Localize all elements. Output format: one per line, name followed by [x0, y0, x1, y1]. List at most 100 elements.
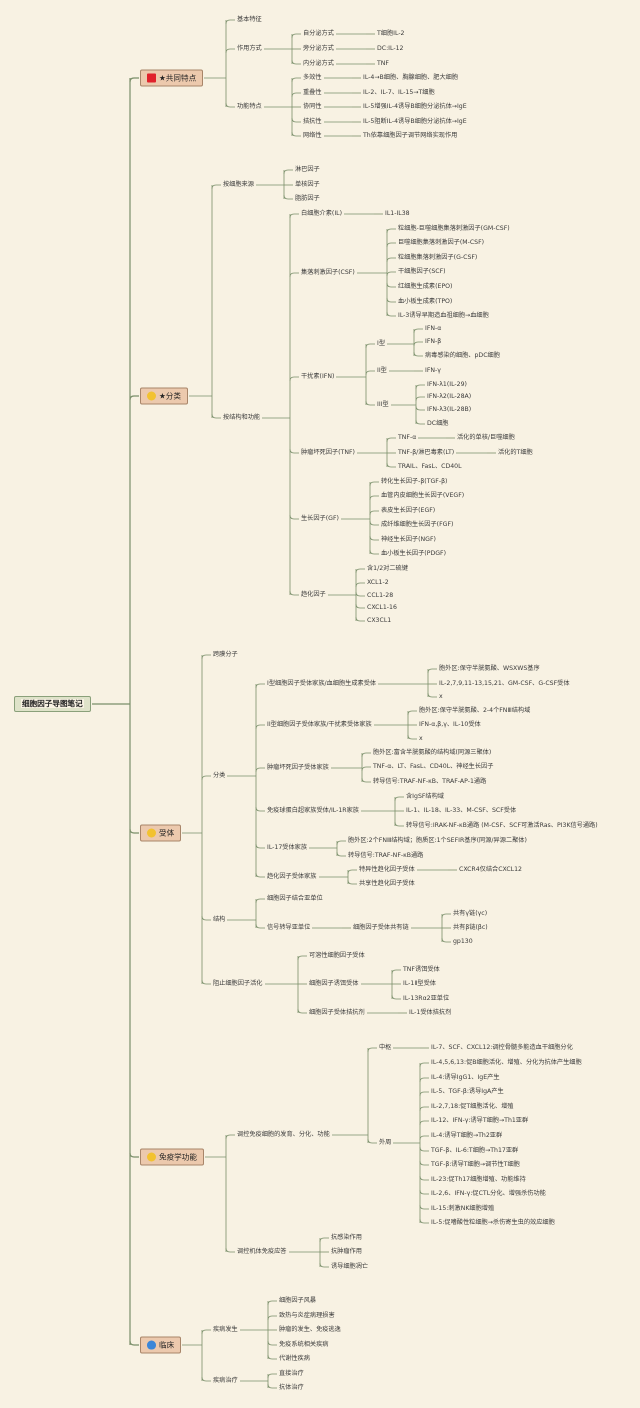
topic-label: 肿瘤的发生、免疫逃逸 [278, 1326, 342, 1333]
topic-node-0-1-1-4-4: 神经生长因子(NGF) [380, 536, 437, 544]
topic-node-0-1-1-2-2-1: IFN-λ2(IL-28A) [426, 393, 473, 401]
main-branch-0-0[interactable]: ★共同特点 [140, 69, 204, 87]
topic-label: 细胞因子诱饵受体 [308, 980, 360, 987]
connector-branch [415, 419, 425, 425]
topic-label: 含1/2对二硫键 [366, 565, 409, 572]
topic-label: 跨膜分子 [212, 651, 239, 658]
connector-branch [365, 370, 375, 376]
connector-branch [367, 1138, 377, 1144]
connector-branch [355, 591, 365, 597]
topic-label: TGF-β:诱导T细胞→调节性T细胞 [430, 1161, 521, 1168]
topic-node-0-2-1-4: IL-17受体家族 [266, 844, 309, 852]
topic-node-0-2-1-2-1: TNF-α、LT、FasL、CD40L、神经生长因子 [372, 763, 495, 771]
connector-branch [267, 1383, 277, 1389]
connector-branch [419, 1091, 429, 1097]
topic-label: TNF-α [397, 434, 418, 441]
topic-node-0-1-0-2: 脂肪因子 [294, 195, 321, 203]
topic-label: 粒细胞集落刺激因子(G-CSF) [397, 254, 479, 261]
main-branch-0-1[interactable]: ★分类 [140, 387, 188, 405]
root-topic[interactable]: 细胞因子导图笔记 [14, 696, 91, 712]
topic-label: 调控免疫细胞的发育、分化、功能 [236, 1131, 331, 1138]
yellow-star-icon [147, 1152, 156, 1162]
topic-node-0-3-1: 调控机体免疫应答 [236, 1248, 288, 1256]
connector-branch [267, 1354, 277, 1360]
topic-node-0-2-1-1-2: x [418, 735, 424, 743]
connector-branch [336, 840, 346, 846]
connector-branch [225, 1134, 235, 1140]
topic-label: CCL1-28 [366, 592, 395, 599]
topic-label: 细胞因子风暴 [278, 1297, 318, 1304]
topic-node-0-4-0: 疾病发生 [212, 1326, 239, 1334]
connector-branch [386, 311, 396, 317]
connector-branch [225, 1247, 235, 1253]
connector-branch [419, 1175, 429, 1181]
connector-branch [415, 384, 425, 390]
topic-label: 血小板生长因子(PDGF) [380, 550, 447, 557]
topic-node-0-3-0-1-5: IL-4:诱导T细胞→Th2亚群 [430, 1132, 504, 1140]
topic-label: IFN-λ3(IL-28B) [426, 406, 473, 413]
topic-node-0-4-1-1: 抗体治疗 [278, 1384, 305, 1392]
topic-label: IL-1、IL-18、IL-33、M-CSF、SCF受体 [405, 807, 518, 814]
topic-node-0-3-0-0: 中枢 [378, 1044, 393, 1052]
topic-label: 干细胞因子(SCF) [397, 268, 447, 275]
topic-node-0-2-1-1-0: 胞外区:保守半胱氨酸、2-4个FNⅢ结构域 [418, 707, 532, 715]
connector-branch [441, 937, 451, 943]
topic-node-0-2-1-3-0: 含IgSF结构域 [405, 793, 445, 801]
topic-node-0-1-1-3-0-0: 活化的单核/巨噬细胞 [456, 434, 516, 442]
connector-branch [386, 282, 396, 288]
topic-label: 细胞因子导图笔记 [21, 699, 84, 708]
topic-label: 转导信号:TRAF-NF-κB通路 [347, 852, 425, 859]
topic-node-0-0-0: 基本特征 [236, 16, 263, 24]
main-branch-0-2[interactable]: 受体 [140, 824, 182, 842]
topic-label: IFN-γ [424, 367, 442, 374]
topic-label: T细胞IL-2 [376, 30, 406, 37]
topic-label: IFN-β [424, 338, 443, 345]
topic-node-0-2-3-1: 细胞因子诱饵受体 [308, 980, 360, 988]
topic-node-0-3-0-1: 外周 [378, 1139, 393, 1147]
connector-branch [211, 413, 221, 419]
topic-node-0-2-3-2-0: IL-1受体拮抗剂 [408, 1009, 453, 1017]
topic-label: 结构 [212, 916, 227, 923]
connector-branch [297, 1008, 307, 1014]
topic-label: 胞外区:富含半胱氨酸的结构域(同源三聚体) [372, 749, 493, 756]
topic-label: 趋化因子 [300, 591, 327, 598]
topic-node-0-1-1-2-1: II型 [376, 367, 388, 375]
topic-node-0-1-1-5-1: XCL1-2 [366, 579, 390, 587]
topic-node-0-2-1-4-1: 转导信号:TRAF-NF-κB通路 [347, 852, 425, 860]
topic-label: IL-5:促嗜酸性粒细胞→杀伤寄生虫的效应细胞 [430, 1219, 556, 1226]
main-branch-0-4[interactable]: 临床 [140, 1336, 182, 1354]
blue-flame-icon [147, 1340, 156, 1350]
connector-branch [291, 92, 301, 98]
topic-label: 共有β链(βc) [452, 924, 489, 931]
connector-branch [129, 1340, 139, 1346]
topic-node-0-3-1-1: 抗肿瘤作用 [330, 1248, 363, 1256]
topic-label: IL-7、SCF、CXCL12:调控骨髓多能造血干细胞分化 [430, 1044, 574, 1051]
topic-node-0-2-3: 阻止细胞因子活化 [212, 980, 264, 988]
connector-branch [355, 568, 365, 574]
topic-node-0-0-2-0-0: IL-4→B细胞、胸腺细胞、肥大细胞 [362, 74, 460, 82]
connector-branch [255, 923, 265, 929]
topic-label: 表皮生长因子(EGF) [380, 507, 437, 514]
topic-label: IL-12、IFN-γ:诱导T细胞→Th1亚群 [430, 1117, 530, 1124]
topic-node-0-1-1-2-0-2: 病毒感染的细胞、pDC细胞 [424, 352, 501, 360]
topic-node-0-1-1-1-6: IL-3诱导早期造血祖细胞→血细胞 [397, 312, 490, 320]
connector-branch [255, 898, 265, 904]
topic-label: 疾病治疗 [212, 1377, 239, 1384]
topic-node-0-0-2-1: 重叠性 [302, 89, 323, 97]
topic-label: 共享性趋化因子受体 [358, 880, 416, 887]
topic-label: ★共同特点 [159, 73, 197, 83]
topic-node-0-1-1-4: 生长因子(GF) [300, 515, 340, 523]
connector-branch [225, 102, 235, 108]
main-branch-0-3[interactable]: 免疫学功能 [140, 1148, 204, 1166]
topic-node-0-0-2: 功能特点 [236, 103, 263, 111]
connector-branch [386, 242, 396, 248]
topic-node-0-0-2-0: 多效性 [302, 74, 323, 82]
topic-label: 代谢性疾病 [278, 1355, 311, 1362]
connector-branch [427, 692, 437, 698]
topic-node-0-1-1-2: 干扰素(IFN) [300, 373, 336, 381]
connector-branch [336, 851, 346, 857]
topic-node-0-2-1-0-1: IL-2,7,9,11-13,15,21、GM-CSF、G-CSF受体 [438, 680, 571, 688]
topic-node-0-1-1-0-0: IL1-IL38 [384, 210, 411, 218]
yellow-star-icon [147, 391, 156, 401]
connector-branch [419, 1204, 429, 1210]
